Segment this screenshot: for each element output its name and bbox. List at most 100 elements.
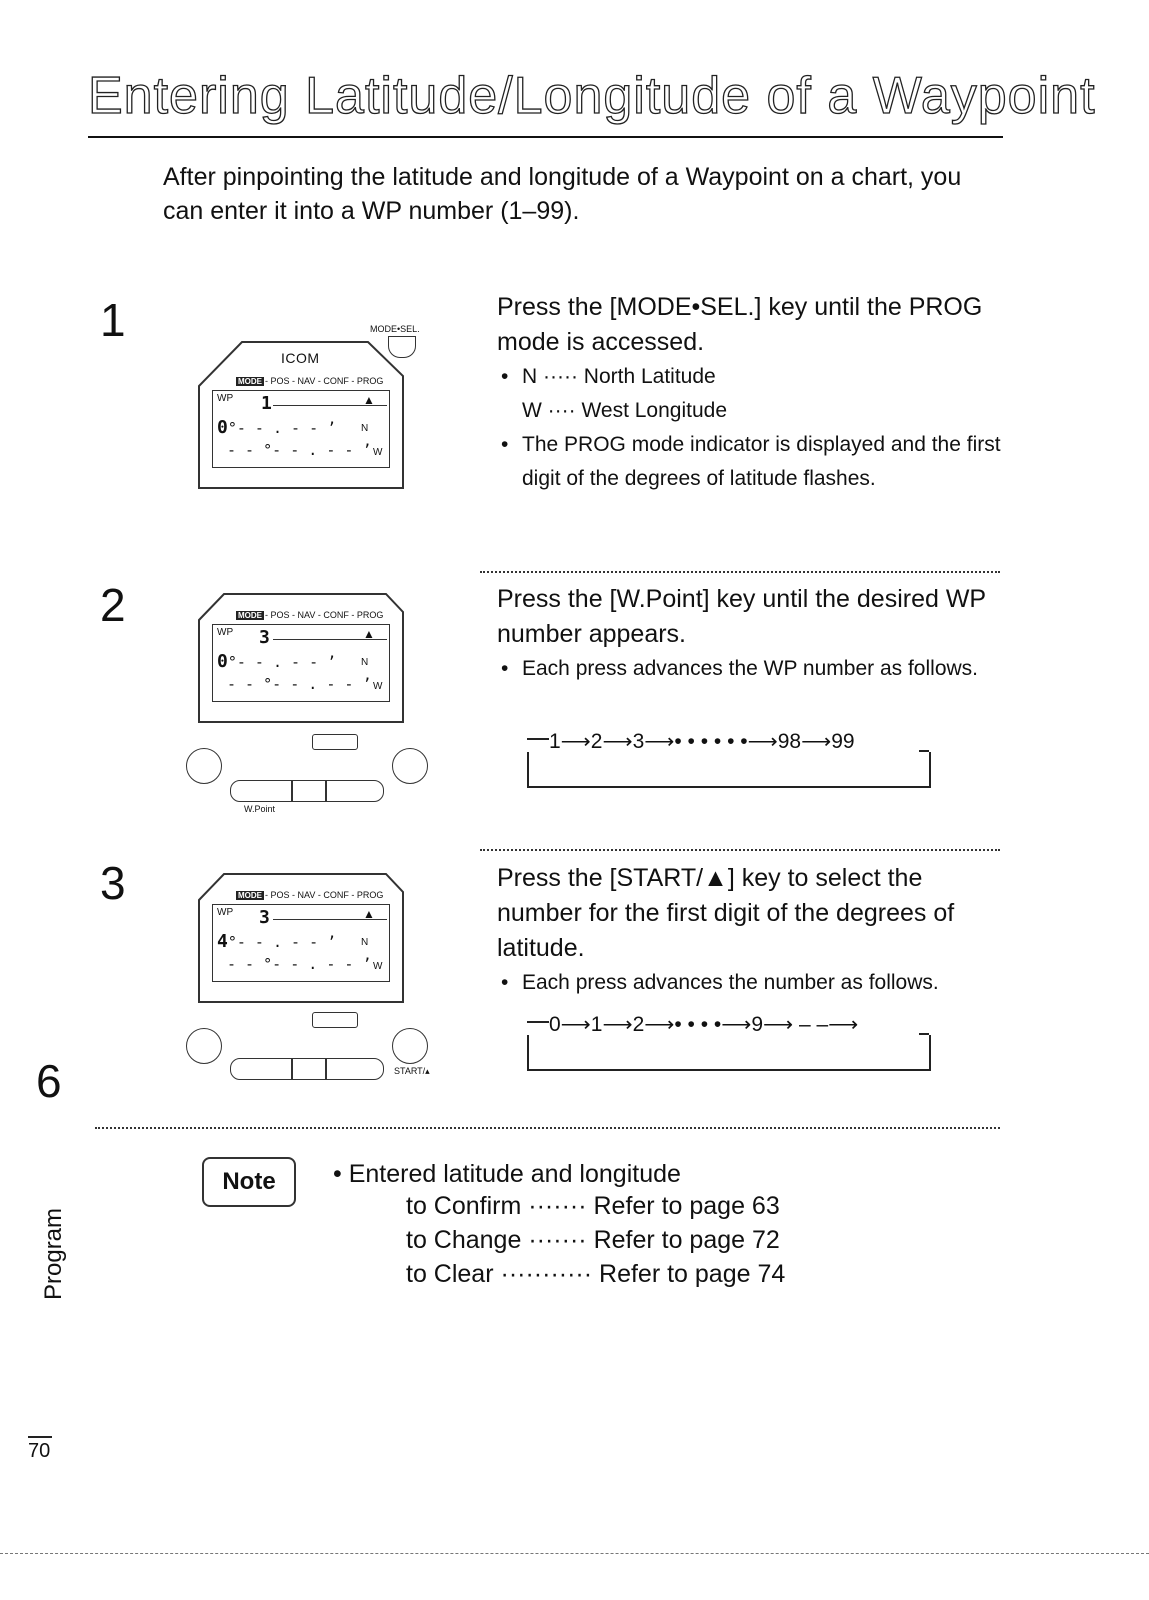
keypad-center-key bbox=[292, 1058, 326, 1080]
intro-text: After pinpointing the latitude and longi… bbox=[163, 163, 962, 225]
mode-sel-key bbox=[388, 336, 416, 358]
wp-number: 1 bbox=[261, 393, 272, 414]
mode-badge: MODE bbox=[236, 377, 264, 386]
bullet-subitem: W ···· West Longitude bbox=[522, 399, 728, 422]
mode-indicator-bar: MODE- POS - NAV - CONF - PROG bbox=[236, 610, 383, 620]
lcd-window: WP 3 ▲ 0°- - . - - ’ N - - °- - . - - ’ … bbox=[212, 624, 390, 702]
lcd-window: WP 1 ▲ 0°- - . - - ’ N - - °- - . - - ’ … bbox=[212, 390, 390, 468]
lcd-divider bbox=[273, 919, 387, 920]
loop-end-line bbox=[919, 1033, 929, 1035]
step-2-display-illustration: MODE- POS - NAV - CONF - PROG WP 3 ▲ 0°-… bbox=[186, 590, 436, 820]
title-rule bbox=[88, 136, 1003, 138]
latitude-first-digit: 0 bbox=[217, 651, 228, 672]
step-1-bullets: N ····· North Latitude W ···· West Longi… bbox=[497, 360, 1007, 496]
up-arrow-icon: ▲ bbox=[363, 907, 375, 921]
digit-sequence-diagram: 0⟶1⟶2⟶• • • •⟶9⟶ – –⟶ bbox=[527, 1013, 931, 1071]
step-2-number: 2 bbox=[100, 579, 126, 631]
note-ref-confirm: to Confirm ······· Refer to page 63 bbox=[406, 1192, 780, 1220]
start-key-label: START/▴ bbox=[394, 1066, 430, 1076]
step-3-bullets: Each press advances the number as follow… bbox=[497, 966, 1007, 1000]
west-indicator: W bbox=[373, 447, 383, 458]
wp-label: WP bbox=[217, 627, 234, 638]
step-2-title: Press the [W.Point] key until the desire… bbox=[497, 585, 986, 648]
step-2-instructions: Press the [W.Point] key until the desire… bbox=[497, 582, 1007, 686]
up-arrow-icon: ▲ bbox=[363, 393, 375, 407]
wp-number: 3 bbox=[259, 627, 270, 648]
north-indicator: N bbox=[361, 423, 369, 434]
step-3-title: Press the [START/▲] key to select the nu… bbox=[497, 864, 955, 962]
section-side-tab: Program bbox=[40, 1207, 67, 1300]
latitude-row: 0°- - . - - ’ bbox=[217, 651, 337, 672]
longitude-row: - - °- - . - - ’ bbox=[227, 441, 372, 459]
keypad-left-key bbox=[230, 1058, 292, 1080]
wp-label: WP bbox=[217, 907, 234, 918]
step-1-number: 1 bbox=[100, 294, 126, 346]
loop-start-line bbox=[527, 1021, 549, 1023]
keypad-center-key bbox=[292, 780, 326, 802]
lcd-housing-icon bbox=[198, 593, 404, 723]
w-point-key-label: W.Point bbox=[244, 804, 276, 814]
step-3-number: 3 bbox=[100, 857, 126, 909]
latitude-row: 4°- - . - - ’ bbox=[217, 931, 337, 952]
keypad-left-round-key bbox=[186, 1028, 222, 1064]
mode-badge: MODE bbox=[236, 611, 264, 620]
longitude-row: - - °- - . - - ’ bbox=[227, 955, 372, 973]
sequence-loop-box bbox=[527, 1035, 931, 1071]
loop-end-line bbox=[919, 750, 929, 752]
step-1-title: Press the [MODE•SEL.] key until the PROG… bbox=[497, 293, 983, 356]
bullet-item: Each press advances the number as follow… bbox=[497, 966, 1007, 1000]
loop-start-line bbox=[527, 738, 549, 740]
step-1-instructions: Press the [MODE•SEL.] key until the PROG… bbox=[497, 290, 1007, 496]
west-indicator: W bbox=[373, 681, 383, 692]
lcd-housing-icon bbox=[198, 341, 404, 489]
bottom-edge-rule bbox=[0, 1553, 1149, 1554]
wp-label: WP bbox=[217, 393, 234, 404]
mode-list: - POS - NAV - CONF - PROG bbox=[265, 376, 384, 386]
keypad-top-key bbox=[312, 734, 358, 750]
step-1-display-illustration: MODE•SEL. ICOM MODE- POS - NAV - CONF - … bbox=[198, 322, 420, 492]
bullet-item: Each press advances the WP number as fol… bbox=[497, 652, 1007, 686]
mode-list: - POS - NAV - CONF - PROG bbox=[265, 890, 384, 900]
lcd-housing-icon bbox=[198, 873, 404, 1003]
bullet-item: N ····· North Latitude bbox=[497, 360, 1007, 394]
step-separator bbox=[480, 571, 1000, 573]
north-indicator: N bbox=[361, 937, 369, 948]
page-number-rule bbox=[28, 1436, 52, 1438]
north-indicator: N bbox=[361, 657, 369, 668]
wp-sequence-diagram: 1⟶2⟶3⟶• • • • • •⟶98⟶99 bbox=[527, 730, 931, 788]
start-key bbox=[392, 1028, 428, 1064]
step-3-display-illustration: MODE- POS - NAV - CONF - PROG WP 3 ▲ 4°-… bbox=[186, 870, 446, 1080]
note-label: Note bbox=[202, 1157, 296, 1207]
mode-badge: MODE bbox=[236, 891, 264, 900]
mode-list: - POS - NAV - CONF - PROG bbox=[265, 610, 384, 620]
w-point-key bbox=[230, 780, 292, 802]
latitude-first-digit: 0 bbox=[217, 417, 228, 438]
section-number: 6 bbox=[36, 1055, 62, 1107]
brand-logo: ICOM bbox=[281, 350, 320, 366]
mode-indicator-bar: MODE- POS - NAV - CONF - PROG bbox=[236, 890, 383, 900]
keypad-top-key bbox=[312, 1012, 358, 1028]
page-title: Entering Latitude/Longitude of a Waypoin… bbox=[87, 66, 1096, 125]
bullet-item: The PROG mode indicator is displayed and… bbox=[497, 428, 1007, 496]
west-indicator: W bbox=[373, 961, 383, 972]
lcd-divider bbox=[273, 639, 387, 640]
sequence-loop-box bbox=[527, 752, 931, 788]
digit-sequence: 0⟶1⟶2⟶• • • •⟶9⟶ – –⟶ bbox=[549, 1013, 859, 1036]
mode-sel-key-label: MODE•SEL. bbox=[370, 324, 420, 334]
note-lead: • Entered latitude and longitude bbox=[333, 1160, 681, 1188]
latitude-first-digit: 4 bbox=[217, 931, 228, 952]
up-arrow-icon: ▲ bbox=[363, 627, 375, 641]
wp-number: 3 bbox=[259, 907, 270, 928]
lcd-window: WP 3 ▲ 4°- - . - - ’ N - - °- - . - - ’ … bbox=[212, 904, 390, 982]
page-number: 70 bbox=[28, 1440, 51, 1462]
note-ref-change: to Change ······· Refer to page 72 bbox=[406, 1226, 780, 1254]
step-2-bullets: Each press advances the WP number as fol… bbox=[497, 652, 1007, 686]
keypad-right-key bbox=[326, 780, 384, 802]
section-separator bbox=[95, 1127, 1000, 1129]
mode-indicator-bar: MODE- POS - NAV - CONF - PROG bbox=[236, 376, 383, 386]
lcd-divider bbox=[273, 405, 387, 406]
step-separator bbox=[480, 849, 1000, 851]
wp-sequence: 1⟶2⟶3⟶• • • • • •⟶98⟶99 bbox=[549, 730, 855, 753]
keypad-right-round-key bbox=[392, 748, 428, 784]
keypad-right-key bbox=[326, 1058, 384, 1080]
